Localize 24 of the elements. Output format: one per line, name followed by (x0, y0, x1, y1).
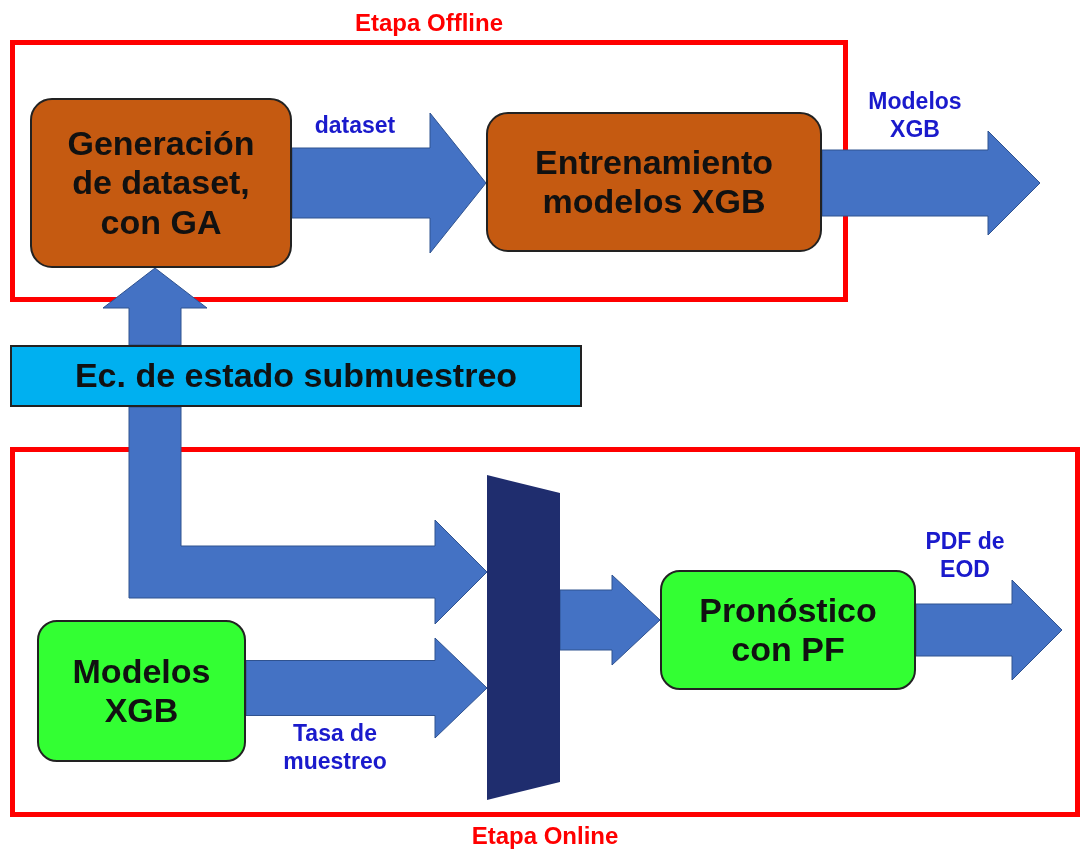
block-arrow (915, 579, 1063, 681)
stage-heading: Etapa Online (470, 822, 620, 850)
block-arrow (245, 637, 488, 739)
edge-label: Modelos XGB (867, 88, 963, 144)
box-label: Entrenamiento modelos XGB (533, 142, 774, 222)
box-label: Pronóstico con PF (698, 590, 878, 670)
box-label: Ec. de estado submuestreo (74, 356, 518, 396)
process-box (30, 98, 292, 268)
block-arrow (291, 112, 487, 254)
edge-label: PDF de EOD (924, 528, 1006, 584)
multiplexer-trapezoid (487, 475, 560, 800)
block-arrow (102, 267, 208, 346)
model-box (37, 620, 246, 762)
edge-label: Tasa de muestreo (282, 720, 388, 776)
process-box (660, 570, 916, 690)
process-bar (10, 345, 582, 407)
process-box (486, 112, 822, 252)
block-arrow (559, 574, 661, 666)
box-label: Modelos XGB (71, 651, 212, 731)
block-arrow (821, 130, 1041, 236)
stage-heading: Etapa Offline (354, 9, 504, 37)
edge-label: dataset (313, 112, 397, 140)
block-arrow (128, 406, 488, 625)
box-label: Generación de dataset, con GA (66, 124, 256, 242)
